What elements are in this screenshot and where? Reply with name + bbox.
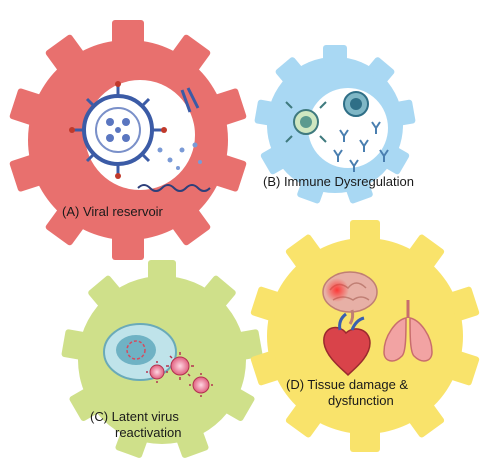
gear-c-label-line1: (C) Latent virus <box>90 409 179 424</box>
gear-tooth <box>366 57 395 84</box>
gear-tooth <box>176 429 209 458</box>
virus-particle <box>166 352 194 380</box>
gear-c-label-line2: reactivation <box>115 425 181 440</box>
virus-particle <box>146 361 168 383</box>
gear-tooth <box>213 88 247 126</box>
gear-tooth <box>275 57 304 84</box>
gear-tooth <box>350 220 380 244</box>
gear-tooth <box>171 207 211 246</box>
virus-particle <box>189 373 213 397</box>
gear-tooth <box>171 34 211 73</box>
gear-tooth <box>448 350 480 386</box>
gear-tooth <box>213 154 247 192</box>
gear-b: (B) Immune Dysregulation <box>254 45 416 204</box>
gear-tooth <box>408 402 445 438</box>
gear-tooth <box>223 387 255 422</box>
gear-tooth <box>236 329 263 360</box>
gear-tooth <box>9 154 43 192</box>
gear-tooth <box>202 275 236 309</box>
gear-tooth <box>345 180 373 204</box>
gear-tooth <box>9 88 43 126</box>
gear-tooth <box>297 180 325 204</box>
gear-tooth <box>254 99 276 126</box>
gear-tooth <box>394 99 416 126</box>
gear-tooth <box>61 329 88 360</box>
gear-c: (C) Latent virus reactivation <box>61 260 263 458</box>
immune-cells-and-antibodies-icon <box>285 91 389 172</box>
gear-tooth <box>285 402 322 438</box>
gear-tooth <box>323 45 347 63</box>
gear-d: (D) Tissue damage & dysfunction <box>250 220 480 452</box>
gear-tooth <box>112 234 144 260</box>
organs-brain-heart-lungs-icon <box>322 271 433 377</box>
gear-tooth <box>250 350 282 386</box>
latent-virus-in-cell-icon <box>103 323 213 397</box>
gear-d-label-line1: (D) Tissue damage & <box>286 377 408 392</box>
gear-a: (A) Viral reservoir <box>9 20 247 260</box>
brain-icon <box>322 271 378 325</box>
gear-tooth <box>383 146 410 175</box>
gear-tooth <box>148 260 176 282</box>
gear-d-label-line2: dysfunction <box>328 393 394 408</box>
coronavirus-icon <box>69 81 211 192</box>
gear-tooth <box>250 286 282 322</box>
gear-tooth <box>448 286 480 322</box>
gear-tooth <box>45 207 85 246</box>
gear-a-label: (A) Viral reservoir <box>62 204 164 219</box>
gear-tooth <box>88 275 122 309</box>
gear-tooth <box>115 429 148 458</box>
gear-tooth <box>260 146 287 175</box>
gear-tooth <box>45 34 85 73</box>
heart-icon <box>323 312 371 377</box>
gear-tooth <box>112 20 144 46</box>
gear-tooth <box>69 387 101 422</box>
gear-tooth <box>408 234 445 270</box>
gear-tooth <box>285 234 322 270</box>
gear-tooth <box>350 428 380 452</box>
lungs-icon <box>383 300 433 362</box>
gear-b-label: (B) Immune Dysregulation <box>263 174 414 189</box>
